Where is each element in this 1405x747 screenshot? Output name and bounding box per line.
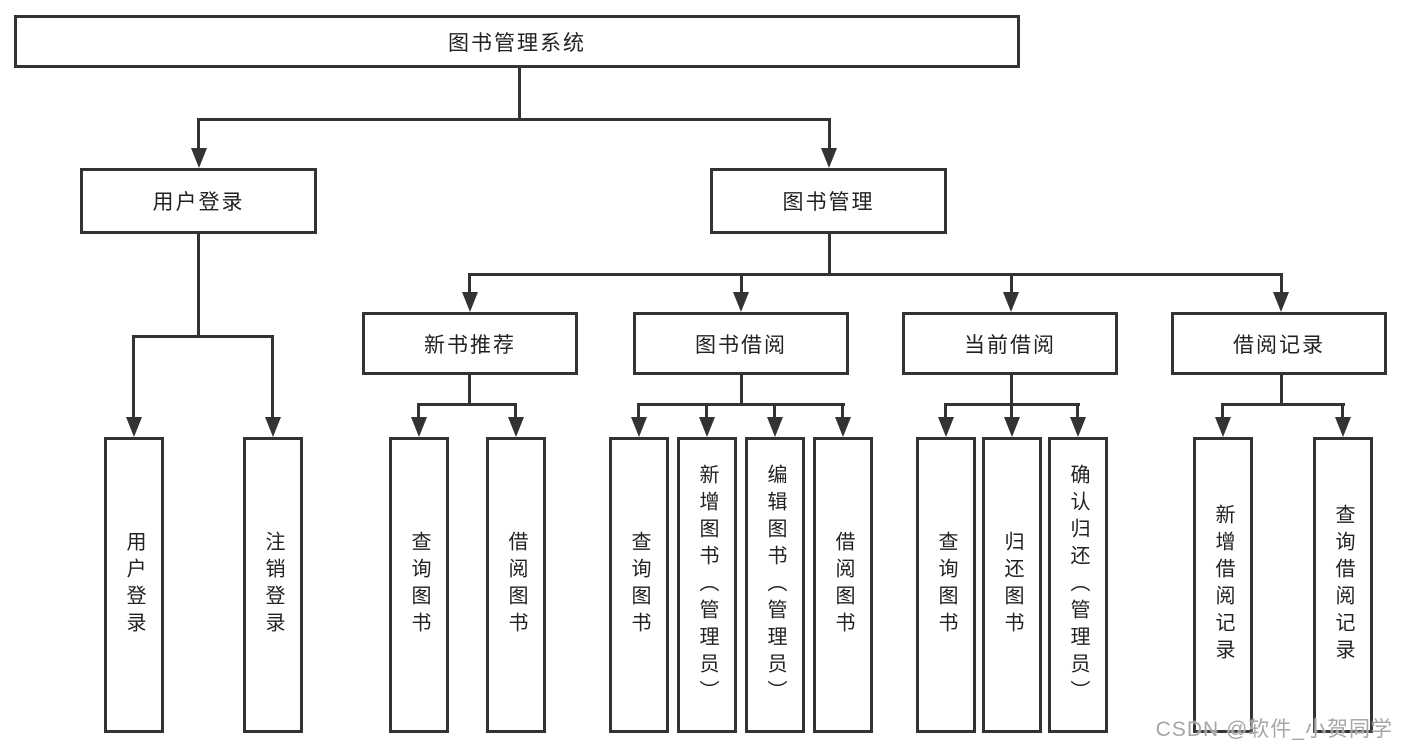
node-label: 查询图书 (935, 531, 957, 639)
connector-line (705, 403, 708, 419)
arrow-down-icon (821, 148, 837, 168)
node-book-management: 图书管理 (710, 168, 947, 234)
node-book-borrowing: 图书借阅 (633, 312, 849, 375)
node-label: 图书管理 (782, 191, 875, 214)
node-borrowing-records: 借阅记录 (1171, 312, 1387, 375)
node-library-management-system: 图书管理系统 (14, 15, 1020, 68)
connector-line (1280, 375, 1283, 403)
connector-line (1221, 403, 1224, 419)
arrow-down-icon (462, 292, 478, 312)
arrow-down-icon (508, 417, 524, 437)
node-label: 新增借阅记录 (1212, 504, 1234, 666)
leaf-query-borrow-records: 查询借阅记录 (1313, 437, 1373, 733)
leaf-borrow-books: 借阅图书 (813, 437, 873, 733)
connector-line (828, 118, 831, 152)
leaf-confirm-return-admin: 确认归还（管理员） (1048, 437, 1108, 733)
node-label: 用户登录 (123, 531, 145, 639)
node-label: 借阅图书 (505, 531, 527, 639)
connector-line (132, 335, 135, 421)
connector-line (468, 273, 471, 296)
arrow-down-icon (733, 292, 749, 312)
connector-line (514, 403, 517, 419)
connector-line (197, 118, 200, 152)
arrow-down-icon (938, 417, 954, 437)
connector-line (1076, 403, 1079, 419)
connector-line (197, 234, 200, 335)
connector-line (132, 335, 274, 338)
arrow-down-icon (835, 417, 851, 437)
arrow-down-icon (265, 417, 281, 437)
csdn-watermark: CSDN @软件_小贺同学 (1155, 718, 1393, 741)
node-label: 新书推荐 (424, 333, 516, 357)
leaf-logout: 注销登录 (243, 437, 303, 733)
node-label: 查询借阅记录 (1332, 504, 1354, 666)
connector-line (417, 403, 420, 419)
arrow-down-icon (1003, 292, 1019, 312)
connector-line (271, 335, 274, 421)
arrow-down-icon (1335, 417, 1351, 437)
leaf-user-login: 用户登录 (104, 437, 164, 733)
node-label: 借阅记录 (1233, 333, 1325, 357)
node-label: 确认归还（管理员） (1067, 463, 1089, 707)
leaf-add-borrow-record: 新增借阅记录 (1193, 437, 1253, 733)
connector-line (944, 403, 947, 419)
node-label: 借阅图书 (832, 531, 854, 639)
arrow-down-icon (411, 417, 427, 437)
connector-line (740, 375, 743, 403)
connector-line (1010, 403, 1013, 419)
node-label: 当前借阅 (964, 333, 1056, 357)
connector-line (417, 403, 517, 406)
arrow-down-icon (191, 148, 207, 168)
connector-line (1280, 273, 1283, 296)
arrow-down-icon (1004, 417, 1020, 437)
arrow-down-icon (699, 417, 715, 437)
leaf-query-books-borrowing: 查询图书 (609, 437, 669, 733)
leaf-query-books-current: 查询图书 (916, 437, 976, 733)
leaf-edit-books-admin: 编辑图书（管理员） (745, 437, 805, 733)
node-current-borrowing: 当前借阅 (902, 312, 1118, 375)
connector-line (468, 375, 471, 403)
node-label: 图书管理系统 (448, 31, 586, 55)
node-label: 归还图书 (1001, 531, 1023, 639)
connector-line (773, 403, 776, 419)
connector-line (518, 68, 521, 118)
node-new-book-recommendation: 新书推荐 (362, 312, 578, 375)
connector-line (637, 403, 845, 406)
arrow-down-icon (631, 417, 647, 437)
leaf-add-books-admin: 新增图书（管理员） (677, 437, 737, 733)
connector-line (197, 118, 831, 121)
connector-line (828, 234, 831, 273)
connector-line (1010, 375, 1013, 403)
connector-line (1341, 403, 1344, 419)
leaf-return-books: 归还图书 (982, 437, 1042, 733)
node-label: 图书借阅 (695, 333, 787, 357)
node-user-login: 用户登录 (80, 168, 317, 234)
node-label: 注销登录 (262, 531, 284, 639)
connector-line (1221, 403, 1345, 406)
connector-line (841, 403, 844, 419)
node-label: 新增图书（管理员） (696, 463, 718, 707)
connector-line (637, 403, 640, 419)
node-label: 查询图书 (408, 531, 430, 639)
node-label: 编辑图书（管理员） (764, 463, 786, 707)
arrow-down-icon (767, 417, 783, 437)
connector-line (740, 273, 743, 296)
connector-line (468, 273, 1282, 276)
arrow-down-icon (1070, 417, 1086, 437)
arrow-down-icon (1215, 417, 1231, 437)
arrow-down-icon (126, 417, 142, 437)
node-label: 用户登录 (152, 191, 245, 214)
leaf-borrow-books-recommend: 借阅图书 (486, 437, 546, 733)
leaf-query-books-recommend: 查询图书 (389, 437, 449, 733)
connector-line (1010, 273, 1013, 296)
node-label: 查询图书 (628, 531, 650, 639)
arrow-down-icon (1273, 292, 1289, 312)
